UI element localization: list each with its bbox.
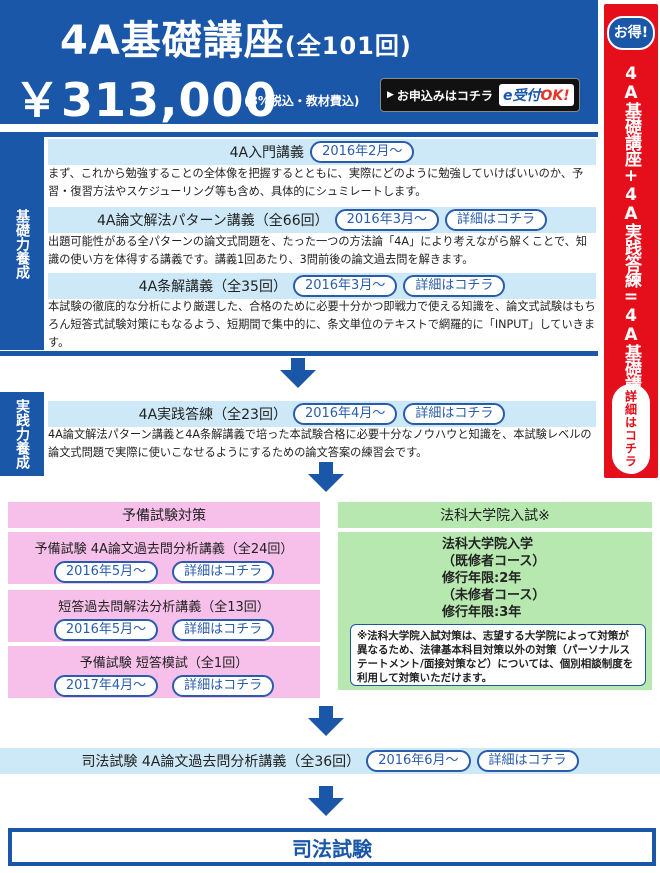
date-pill: 2016年6月～	[366, 750, 471, 772]
pack-detail-button[interactable]: 詳細はコチラ	[612, 384, 650, 474]
detail-link[interactable]: 詳細はコチラ	[476, 750, 579, 772]
header-banner: 4A基礎講座(全101回) ￥313,000 (8%税込・教材費込) ▶ お申込…	[0, 0, 598, 127]
side-label-basic: 基礎力養成	[0, 137, 44, 350]
down-arrow-icon	[308, 786, 344, 816]
lawschool-box: 法科大学院入学 （既修者コース） 修行年限:2年 （未修者コース） 修行年限:3…	[338, 532, 652, 690]
detail-link[interactable]: 詳細はコチラ	[172, 561, 275, 583]
prelim-item: 予備試験 4A論文過去問分析講義（全24回） 2016年5月～ 詳細はコチラ	[8, 532, 320, 584]
course-title-pattern: 4A論文解法パターン講義（全66回）	[97, 213, 329, 229]
course-title-bar: 司法試験 4A論文過去問分析講義（全36回）	[81, 754, 361, 770]
lawschool-header: 法科大学院入試※	[338, 502, 652, 528]
prelim-item-title: 予備試験 短答模試（全1回）	[79, 656, 249, 671]
e-uketsuke-logo: e受付OK!	[498, 84, 574, 106]
down-arrow-icon	[280, 358, 316, 388]
date-pill: 2016年3月～	[292, 275, 398, 297]
course-header-jokai: 4A条解講義（全35回） 2016年3月～ 詳細はコチラ	[48, 273, 596, 299]
course-title-intro: 4A入門講義	[229, 145, 305, 161]
apply-button[interactable]: ▶ お申込みはコチラ e受付OK!	[380, 78, 580, 112]
date-pill: 2017年4月～	[53, 675, 159, 697]
course-desc-pattern: 出題可能性がある全パターンの論文式問題を、たった一つの方法論「4A」により考えな…	[48, 235, 588, 266]
side-label-practice: 実践力養成	[0, 392, 44, 476]
prelim-header: 予備試験対策	[8, 502, 320, 528]
down-arrow-icon	[308, 706, 344, 736]
prelim-item: 予備試験 短答模試（全1回） 2017年4月～ 詳細はコチラ	[8, 646, 320, 698]
course-title-main: 4A基礎講座	[60, 18, 285, 64]
apply-label: お申込みはコチラ	[396, 88, 493, 103]
tax-note: (8%税込・教材費込)	[244, 94, 360, 108]
otoku-badge: お得!	[607, 16, 655, 50]
date-pill: 2016年5月～	[53, 619, 159, 641]
course-desc-intro: まず、これから勉強することの全体像を把握するとともに、実際にどのように勉強してい…	[48, 167, 584, 198]
bar-exam-goal: 司法試験	[8, 828, 656, 866]
lawschool-lines: 法科大学院入学 （既修者コース） 修行年限:2年 （未修者コース） 修行年限:3…	[442, 537, 546, 620]
course-title-toren: 4A実践答練（全23回）	[138, 407, 287, 423]
date-pill: 2016年5月～	[53, 561, 159, 583]
course-header-pattern: 4A論文解法パターン講義（全66回） 2016年3月～ 詳細はコチラ	[48, 207, 596, 233]
pack-promo: お得! 4A基礎講座+4A実践答練=4A基礎講座パック 詳細はコチラ	[604, 4, 658, 478]
date-pill: 2016年3月～	[334, 209, 439, 231]
detail-link[interactable]: 詳細はコチラ	[172, 675, 275, 697]
detail-link[interactable]: 詳細はコチラ	[444, 209, 547, 231]
section-divider	[0, 351, 598, 356]
pack-promo-text: 4A基礎講座+4A実践答練=4A基礎講座パック	[621, 64, 641, 456]
course-title-jokai: 4A条解講義（全35回）	[138, 279, 287, 295]
course-desc-jokai: 本試験の徹底的な分析により厳選した、合格のために必要十分かつ即戦力で使える知識を…	[48, 300, 596, 349]
course-header-intro: 4A入門講義 2016年2月～	[48, 139, 596, 165]
course-header-bar: 司法試験 4A論文過去問分析講義（全36回） 2016年6月～ 詳細はコチラ	[0, 748, 660, 774]
course-title-count: (全101回)	[284, 32, 412, 60]
detail-link[interactable]: 詳細はコチラ	[172, 619, 275, 641]
down-arrow-icon	[308, 462, 344, 492]
price: ￥313,000	[14, 73, 278, 127]
course-header-toren: 4A実践答練（全23回） 2016年4月～ 詳細はコチラ	[48, 401, 596, 427]
prelim-item-title: 予備試験 4A論文過去問分析講義（全24回）	[34, 542, 294, 557]
date-pill: 2016年2月～	[310, 141, 415, 163]
play-arrow-icon: ▶	[387, 90, 394, 100]
section-divider	[0, 132, 598, 137]
date-pill: 2016年4月～	[292, 403, 398, 425]
prelim-item-title: 短答過去問解法分析講義（全13回）	[58, 600, 270, 615]
prelim-item: 短答過去問解法分析講義（全13回） 2016年5月～ 詳細はコチラ	[8, 590, 320, 642]
lawschool-note: ※法科大学院入試対策は、志望する大学院によって対策が異なるため、法律基本科目対策…	[350, 624, 646, 686]
course-title: 4A基礎講座(全101回)	[60, 8, 412, 66]
course-desc-toren: 4A論文解法パターン講義と4A条解講義で培った本試験合格に必要十分なノウハウと知…	[48, 428, 592, 459]
detail-link[interactable]: 詳細はコチラ	[403, 403, 506, 425]
detail-link[interactable]: 詳細はコチラ	[403, 275, 506, 297]
